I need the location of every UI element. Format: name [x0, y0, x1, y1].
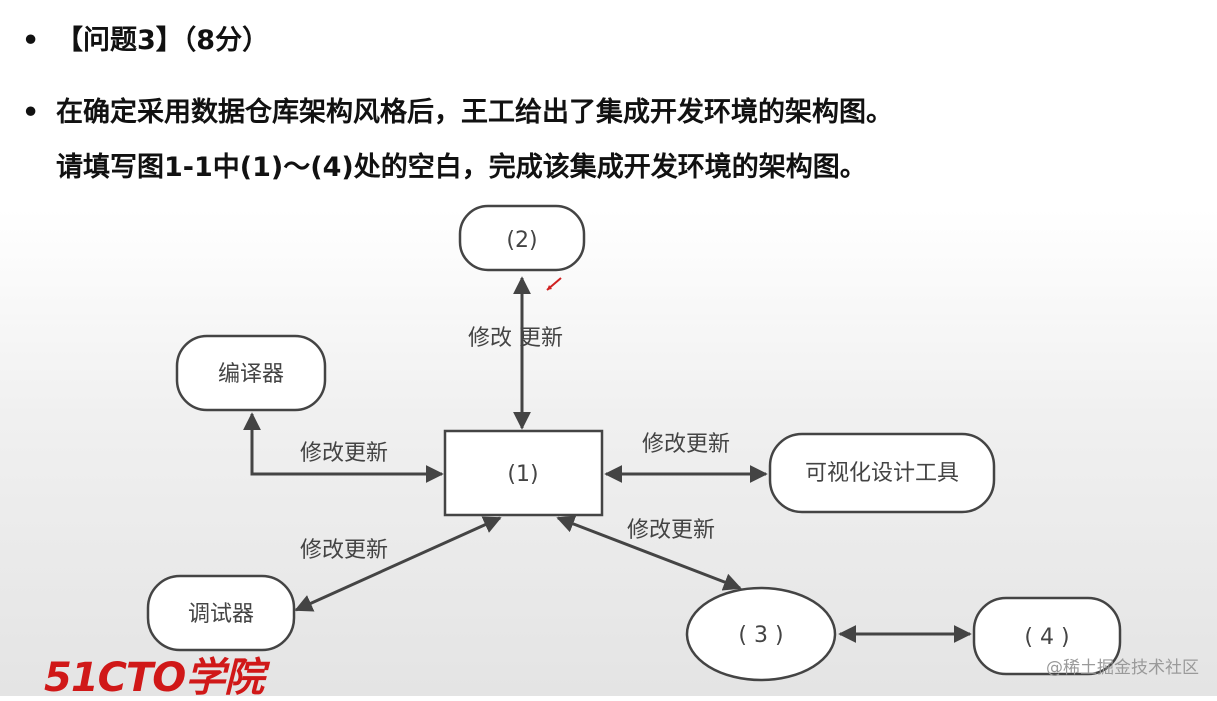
node-n2 [458, 204, 586, 272]
node-debugger-label: 调试器 [188, 602, 254, 627]
node-compiler-label: 编译器 [218, 362, 284, 387]
edge-label-n3: 修改更新 [627, 518, 715, 543]
node-visual-tool-label: 可视化设计工具 [805, 461, 959, 486]
watermark: @稀土掘金技术社区 [1046, 658, 1199, 678]
edge-label-compiler: 修改更新 [300, 441, 388, 466]
node-n2-label: (2) [506, 228, 537, 253]
edge-n1-n3 [556, 515, 742, 591]
question-title: • 【问题3】（8分） [22, 18, 269, 57]
edge-debugger-n1 [294, 516, 502, 612]
edge-label-visual-tool: 修改更新 [642, 432, 730, 457]
node-n4 [972, 596, 1122, 676]
edge-label-debugger: 修改更新 [300, 538, 388, 563]
node-visual-tool [768, 432, 996, 514]
node-n3-label: ( 3 ) [738, 623, 783, 648]
node-debugger [146, 574, 296, 652]
question-line-2: 请填写图1-1中(1)～(4)处的空白，完成该集成开发环境的架构图。 [56, 152, 867, 183]
question-title-text: 【问题3】（8分） [56, 25, 270, 56]
bullet-icon: • [22, 97, 40, 128]
node-compiler [175, 334, 327, 412]
bullet-icon: • [22, 25, 40, 56]
question-line-1: • 在确定采用数据仓库架构风格后，王工给出了集成开发环境的架构图。 [22, 90, 893, 129]
node-n3 [685, 586, 837, 682]
edge-label-top: 修改 更新 [468, 326, 563, 351]
node-n1 [443, 429, 604, 517]
node-n1-label: (1) [507, 462, 538, 487]
logo: 51CTO学院 [44, 655, 264, 701]
question-line-1-text: 在确定采用数据仓库架构风格后，王工给出了集成开发环境的架构图。 [56, 97, 893, 128]
node-n4-label: ( 4 ) [1024, 625, 1069, 650]
pen-cursor-icon [546, 277, 562, 291]
edge-compiler-n1 [243, 412, 444, 483]
